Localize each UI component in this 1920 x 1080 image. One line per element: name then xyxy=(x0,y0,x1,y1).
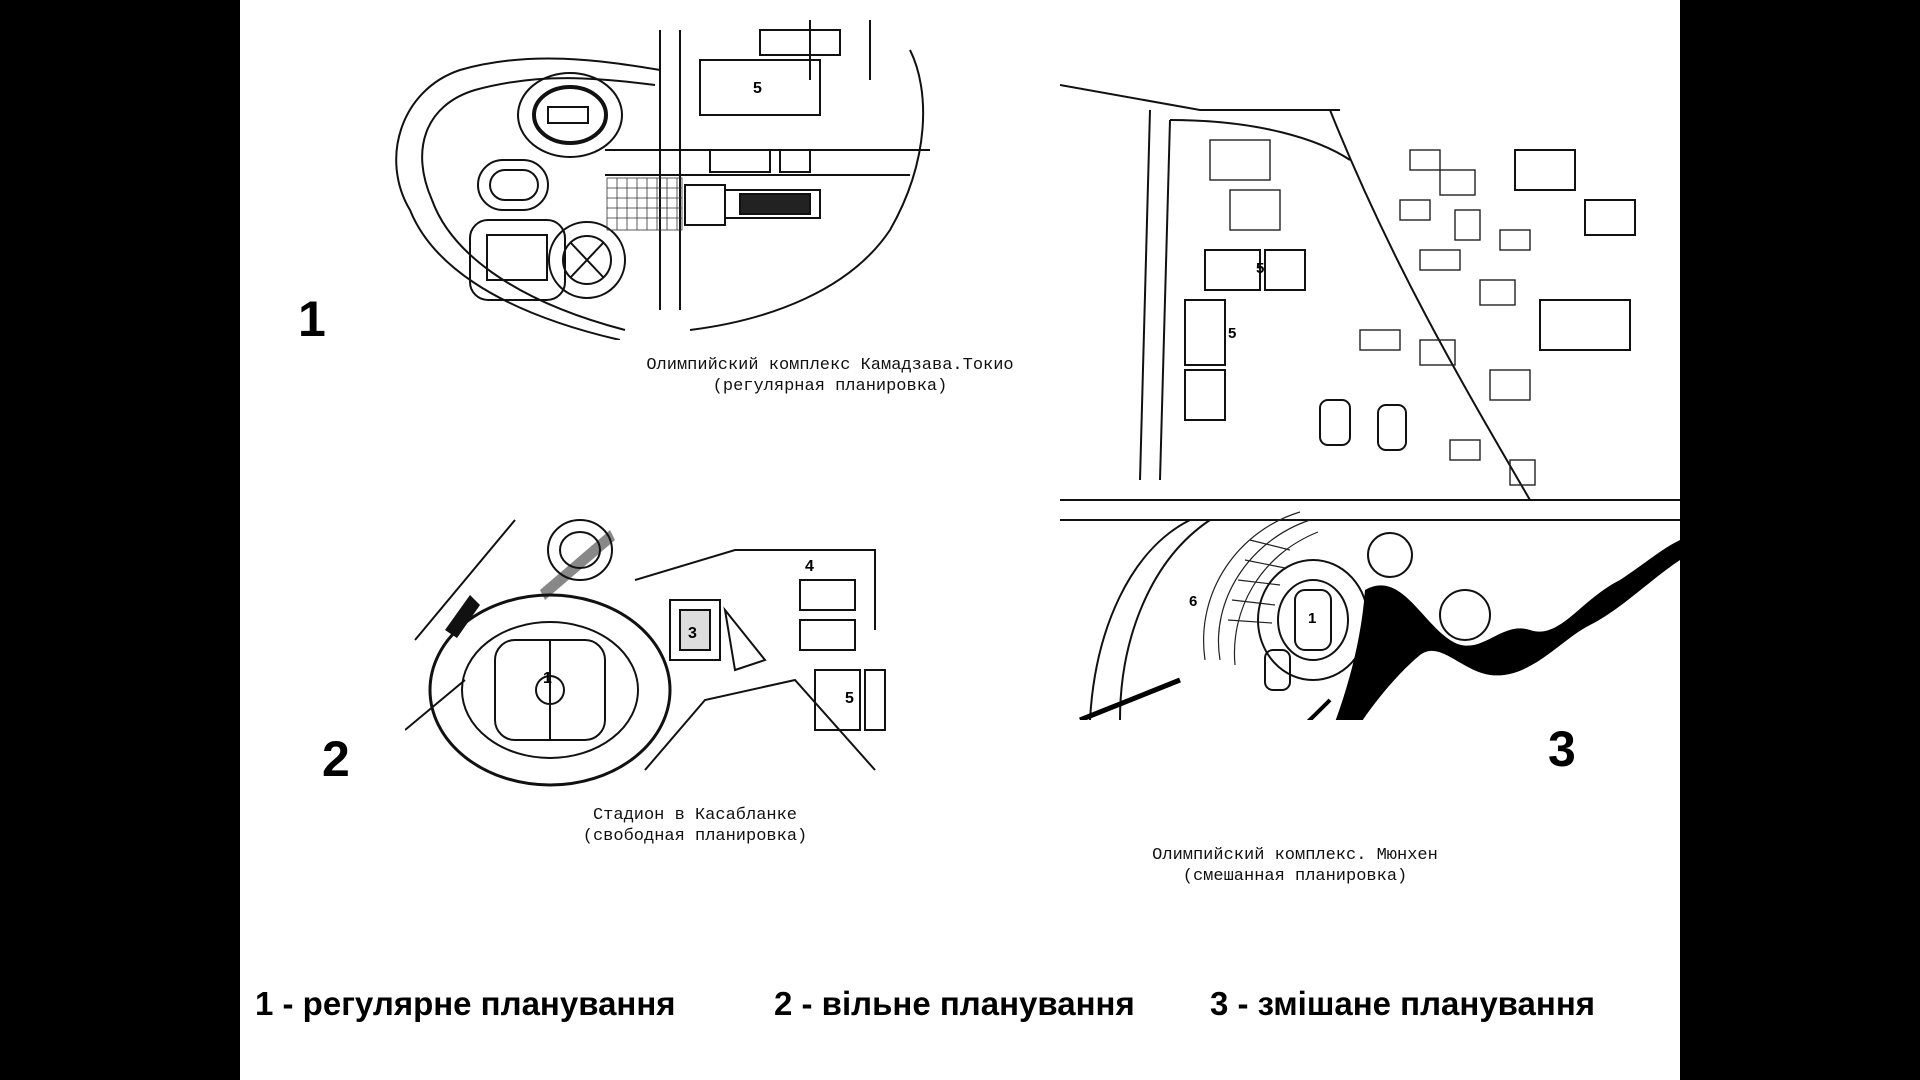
caption-title: Олимпийский комплекс Камадзава.Токио xyxy=(646,356,1014,375)
plan-casablanca: Стадион в Касабланке (свободная планиров… xyxy=(405,510,1045,880)
caption-subtitle: (регулярная планировка) xyxy=(712,377,948,396)
zone-label: 5 xyxy=(1228,325,1237,342)
casablanca-site-drawing xyxy=(405,519,886,787)
plan-number-3: 3 xyxy=(1548,721,1576,777)
zone-label: 1 xyxy=(543,670,552,687)
plan-number-1: 1 xyxy=(298,291,326,347)
legend-mixed: 3 - змішане планування xyxy=(1210,985,1596,1022)
slide: Олимпийский комплекс Камадзава.Токио (ре… xyxy=(240,0,1680,1080)
plan-caption: Олимпийский комплекс Камадзава.Токио (ре… xyxy=(620,355,1040,397)
plan-caption: Стадион в Касабланке (свободная планиров… xyxy=(555,805,835,847)
plan-number-2: 2 xyxy=(322,731,350,787)
caption-title: Олимпийский комплекс. Мюнхен xyxy=(1152,846,1438,865)
legend-regular: 1 - регулярне планування xyxy=(255,985,676,1022)
caption-subtitle: (смешанная планировка) xyxy=(1182,867,1408,886)
zone-label: 1 xyxy=(1308,610,1317,627)
zone-label: 5 xyxy=(1256,260,1265,277)
zone-label: 4 xyxy=(805,558,814,575)
plan-munich: Олимпийский комплекс. Мюнхен (смешанная … xyxy=(1060,80,1680,900)
munich-site-drawing xyxy=(1060,84,1680,720)
tokyo-site-drawing xyxy=(395,20,930,340)
caption-subtitle: (свободная планировка) xyxy=(582,827,808,846)
zone-label: 5 xyxy=(753,80,762,97)
caption-title: Стадион в Касабланке xyxy=(592,806,798,825)
plan-caption: Олимпийский комплекс. Мюнхен (смешанная … xyxy=(1130,845,1460,887)
legend-free: 2 - вільне планування xyxy=(774,985,1135,1022)
zone-label: 5 xyxy=(845,690,854,707)
plan-tokyo: Олимпийский комплекс Камадзава.Токио (ре… xyxy=(370,10,1050,396)
zone-label: 3 xyxy=(688,625,697,642)
zone-label: 6 xyxy=(1189,593,1198,610)
